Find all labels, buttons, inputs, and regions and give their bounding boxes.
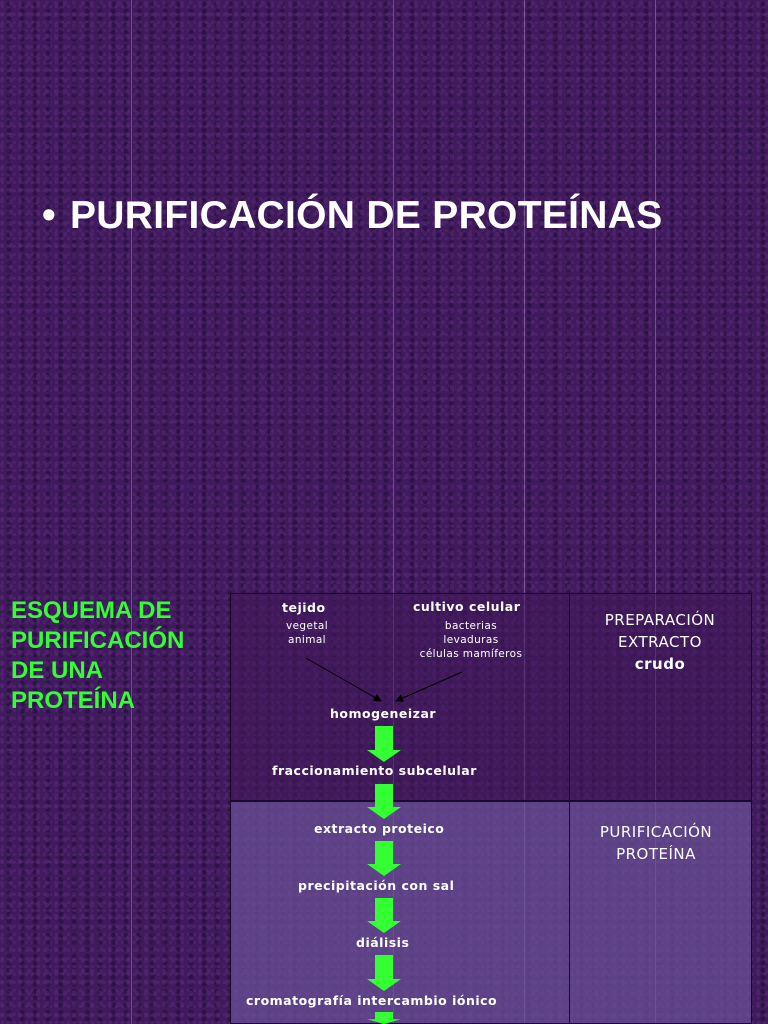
stage-line: crudo xyxy=(634,655,686,673)
flow-arrow-1 xyxy=(367,726,401,762)
scheme-label-line: DE UNA xyxy=(11,657,104,684)
flow-arrow-2 xyxy=(367,784,401,819)
stage-preparation-label: PREPARACIÓN EXTRACTO crudo xyxy=(576,609,744,675)
stage-line: PURIFICACIÓN xyxy=(599,823,713,841)
flow-arrow-5 xyxy=(367,955,401,991)
flow-arrow-4 xyxy=(367,898,401,933)
cultivo-item: bacterias xyxy=(444,620,498,632)
background-rule-line xyxy=(524,0,525,1024)
source-heading-tejido: tejido xyxy=(282,600,326,615)
stage-line: PROTEÍNA xyxy=(616,845,696,863)
background-rule-line xyxy=(655,0,656,1024)
tejido-item: vegetal xyxy=(285,620,329,632)
step-fraccionamiento: fraccionamiento subcelular xyxy=(272,763,477,778)
tejido-arrow xyxy=(305,657,382,702)
flow-arrow-3 xyxy=(367,841,401,876)
tejido-item: animal xyxy=(288,634,326,646)
cultivo-arrow xyxy=(395,671,463,702)
step-precipitacion: precipitación con sal xyxy=(298,878,455,893)
step-dialisis: diálisis xyxy=(356,935,410,950)
flow-arrow-6 xyxy=(367,1012,401,1024)
extract-preparation-panel xyxy=(230,593,752,801)
stage-column-divider xyxy=(569,593,570,1024)
step-cromatografia: cromatografía intercambio iónico xyxy=(246,993,498,1008)
cultivo-item: células mamíferos xyxy=(419,648,523,660)
tejido-items: vegetal animal xyxy=(272,619,342,647)
slide-title: • PURIFICACIÓN DE PROTEÍNAS xyxy=(42,194,663,238)
step-extracto: extracto proteico xyxy=(314,821,445,836)
step-homogeneizar: homogeneizar xyxy=(330,706,437,721)
scheme-label-line: ESQUEMA DE xyxy=(11,597,172,624)
stage-purification-label: PURIFICACIÓN PROTEÍNA xyxy=(572,821,740,865)
background-rule-line xyxy=(393,0,394,1024)
source-heading-cultivo: cultivo celular xyxy=(413,599,521,614)
scheme-label-line: PROTEÍNA xyxy=(11,687,136,714)
stage-line: EXTRACTO xyxy=(618,633,702,651)
scheme-label: ESQUEMA DE PURIFICACIÓN DE UNA PROTEÍNA xyxy=(11,596,184,716)
stage-line: PREPARACIÓN xyxy=(604,611,716,629)
title-text: PURIFICACIÓN DE PROTEÍNAS xyxy=(69,194,663,237)
background-rule-line xyxy=(131,0,132,1024)
scheme-label-line: PURIFICACIÓN xyxy=(11,627,185,654)
cultivo-item: levaduras xyxy=(443,634,499,646)
cultivo-items: bacterias levaduras células mamíferos xyxy=(410,619,532,661)
title-bullet: • xyxy=(42,194,56,237)
